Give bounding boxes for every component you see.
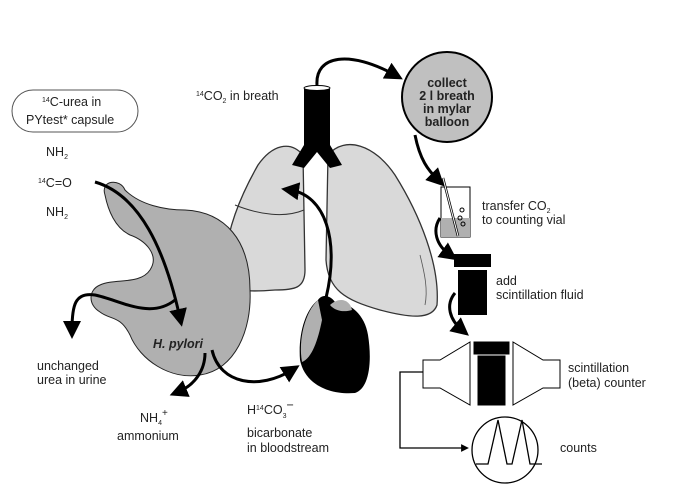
right-lung <box>325 144 438 317</box>
hpylori-label: H. pylori <box>153 337 204 351</box>
arrow-heart-to-lungs <box>281 182 333 299</box>
signal-wire <box>399 371 469 452</box>
urea-molecule: NH2 14C=O NH2 <box>38 145 72 221</box>
nh2-top: NH <box>46 145 64 159</box>
trachea <box>292 88 342 168</box>
svg-text:14CO2 in breath: 14CO2 in breath <box>196 89 279 105</box>
beta-counter <box>399 341 561 452</box>
transfer-line2: to counting vial <box>482 213 565 227</box>
svg-text:NH2: NH2 <box>46 205 68 221</box>
bicarbonate-line1: bicarbonate <box>247 426 312 440</box>
add-line2: scintillation fluid <box>496 288 584 302</box>
nh2-bottom: NH <box>46 205 64 219</box>
counter-line1: scintillation <box>568 361 629 375</box>
counts-display <box>471 416 542 484</box>
svg-text:14C=O: 14C=O <box>38 176 72 190</box>
bicarbonate-line2: in bloodstream <box>247 441 329 455</box>
counter-line2: (beta) counter <box>568 376 646 390</box>
ammonium-label: ammonium <box>117 429 179 443</box>
svg-text:H14CO3−: H14CO3− <box>247 398 294 420</box>
arrow-fluid-to-counter <box>448 292 469 336</box>
capsule-line1: C-urea in <box>50 95 101 109</box>
svg-text:collect: collect <box>427 76 467 90</box>
arrow-breath-to-balloon <box>315 57 403 86</box>
counts-label: counts <box>560 441 597 455</box>
svg-text:NH4+: NH4+ <box>140 408 168 427</box>
urine-line1: unchanged <box>37 359 99 373</box>
breath-label: in breath <box>226 89 278 103</box>
ammonium-formula: NH <box>140 411 158 425</box>
urine-line2: urea in urine <box>37 373 107 387</box>
counting-vial <box>440 177 471 238</box>
scintillation-vial <box>454 254 491 315</box>
svg-text:NH2: NH2 <box>46 145 68 161</box>
lungs <box>223 85 438 317</box>
svg-text:2 l breath: 2 l breath <box>419 89 475 103</box>
arrow-to-urine <box>63 293 176 339</box>
arrow-urea-to-hpylori <box>94 180 187 327</box>
svg-text:transfer CO2: transfer CO2 <box>482 199 551 215</box>
mylar-balloon: collect 2 l breath in mylar balloon <box>401 51 493 143</box>
add-line1: add <box>496 274 517 288</box>
count-peaks <box>476 419 542 465</box>
isotope-superscript: 14 <box>42 97 50 104</box>
transfer-line1: transfer CO <box>482 199 547 213</box>
arrow-to-ammonium <box>169 352 207 397</box>
svg-text:balloon: balloon <box>425 115 469 129</box>
bicarbonate-formula: CO <box>264 403 283 417</box>
arrow-to-bicarbonate <box>210 349 300 384</box>
flow-arrows <box>63 57 469 397</box>
arrow-vial-to-fluid <box>434 217 458 261</box>
capsule-line2: PYtest* capsule <box>26 113 114 127</box>
breath-co: CO <box>204 89 223 103</box>
capsule-label: 14C-urea in PYtest* capsule <box>11 89 139 133</box>
svg-text:14C-urea in: 14C-urea in <box>42 95 101 109</box>
heart <box>299 296 370 394</box>
arrow-balloon-to-vial <box>413 134 445 187</box>
svg-text:in mylar: in mylar <box>423 102 471 116</box>
carbonyl: C=O <box>46 176 72 190</box>
